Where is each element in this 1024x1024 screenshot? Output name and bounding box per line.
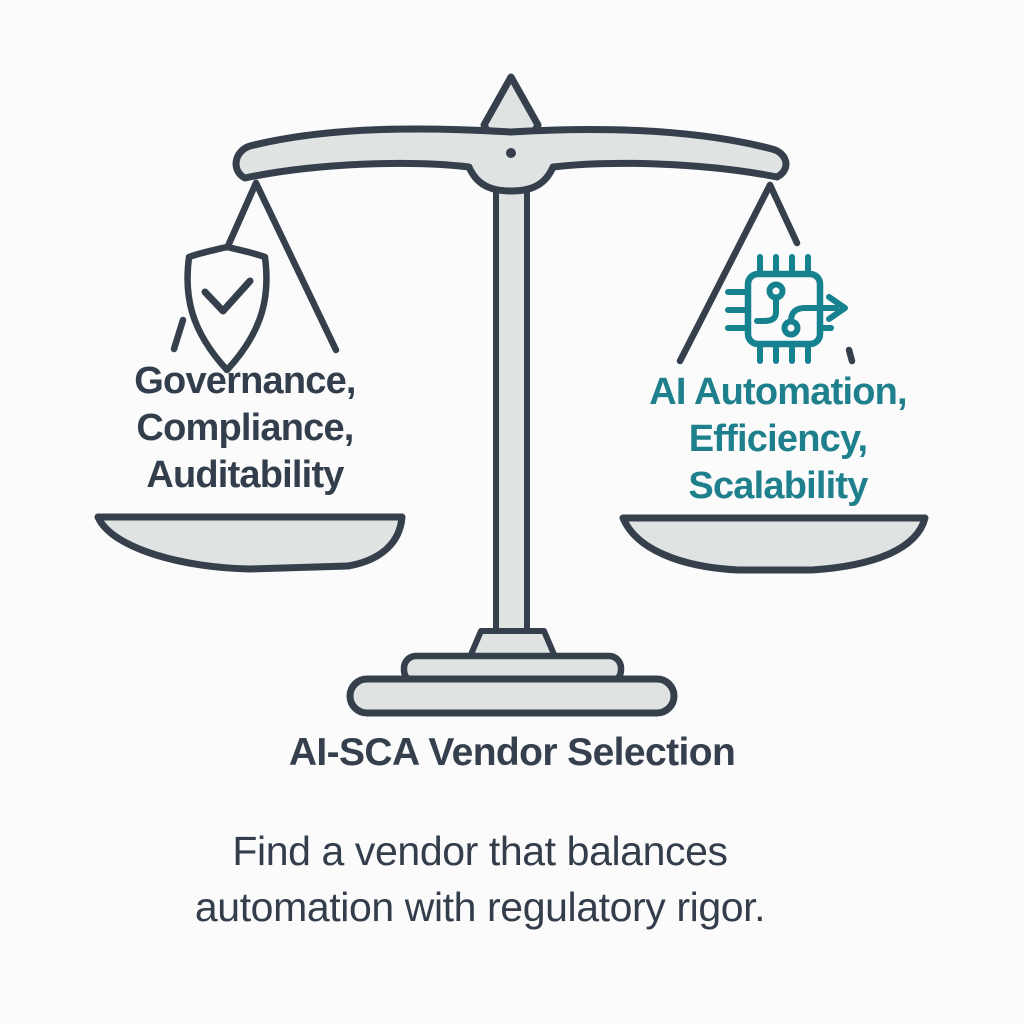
chip-pins-left xyxy=(725,289,751,331)
diagram-subtitle: Find a vendor that balances automation w… xyxy=(20,823,940,935)
chip-flow-icon xyxy=(725,254,848,364)
left-pan-dish xyxy=(94,513,406,573)
hanging-strings xyxy=(170,179,856,365)
diagram-title: AI-SCA Vendor Selection xyxy=(288,731,736,774)
left-pan-label-line1: Governance, xyxy=(134,360,356,402)
left-pan-label: Governance, Compliance, Auditability xyxy=(45,358,445,499)
right-string-left xyxy=(676,181,774,365)
left-string-stub xyxy=(170,316,187,353)
chip-trace-down xyxy=(754,295,779,324)
pivot-dot xyxy=(506,148,516,158)
checkmark xyxy=(201,277,254,315)
diagram-subtitle-line1: Find a vendor that balances xyxy=(232,828,728,874)
right-pan-label: AI Automation, Efficiency, Scalability xyxy=(578,369,978,510)
chip-trace-out xyxy=(788,305,839,324)
right-string-stub xyxy=(845,346,856,365)
right-pan-label-line1: AI Automation, xyxy=(649,371,907,413)
right-pan-label-line2: Efficiency, xyxy=(688,418,868,460)
left-pan-label-line2: Compliance, xyxy=(136,407,354,449)
shield-check-icon xyxy=(184,243,270,374)
base-bottom-tier xyxy=(346,675,678,717)
chip-pins-bottom xyxy=(757,341,811,364)
left-string-to-shield xyxy=(224,179,260,250)
diagram-subtitle-line2: automation with regulatory rigor. xyxy=(194,884,766,930)
right-pan-dish xyxy=(619,514,929,574)
right-pan-label-line3: Scalability xyxy=(688,465,868,507)
chip-arrow-head xyxy=(826,294,848,322)
beam xyxy=(232,125,790,195)
left-string-right xyxy=(252,179,340,354)
balance-scale xyxy=(94,73,929,717)
pillar xyxy=(493,147,530,643)
chip-pins-top xyxy=(757,254,811,277)
left-pan-label-line3: Auditability xyxy=(146,454,344,496)
right-string-to-chip xyxy=(766,181,801,247)
